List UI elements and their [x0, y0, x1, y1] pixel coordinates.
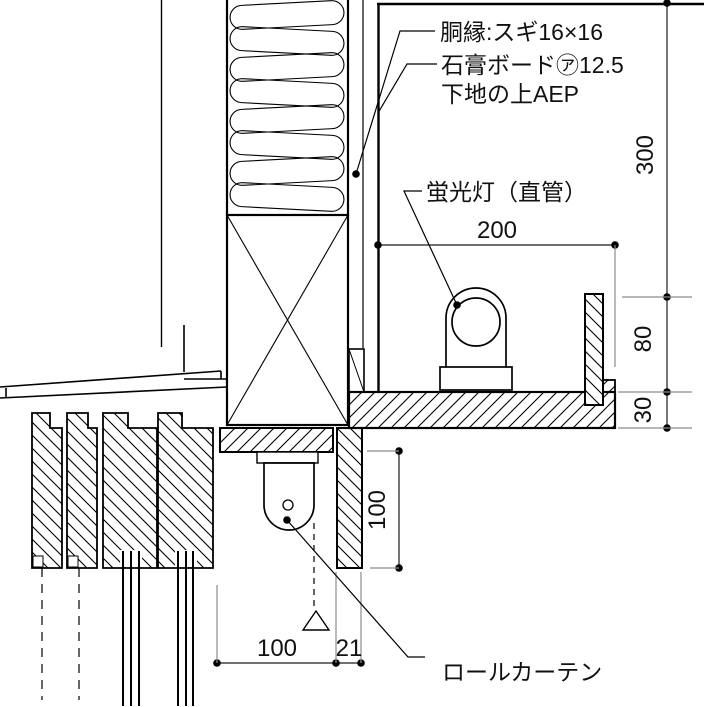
- dim-21: 21: [336, 635, 363, 662]
- label-light: 蛍光灯（直管）: [426, 179, 587, 205]
- post-x-brace: [225, 213, 350, 427]
- cord-weight-triangle: [301, 609, 331, 631]
- window-mullions: [31, 412, 214, 706]
- insulation-batt: [229, 0, 345, 212]
- label-gypsum-1: 石膏ボード㋐12.5: [441, 52, 624, 78]
- dim-80: 80: [630, 326, 657, 353]
- shelf-end-lip: [602, 379, 616, 393]
- fascia-board: [584, 293, 604, 406]
- glass-lines: [122, 551, 194, 706]
- annotations: 胴縁:スギ16×16 石膏ボード㋐12.5 下地の上AEP 蛍光灯（直管） ロー…: [283, 19, 624, 685]
- label-furring: 胴縁:スギ16×16: [440, 19, 603, 45]
- lamp-tube: [451, 297, 501, 347]
- dim-30: 30: [630, 397, 657, 424]
- mullion-1: [31, 412, 63, 569]
- dimensions: 200 300 80 30 100 100 21: [213, 0, 692, 667]
- roller-axis: [282, 499, 294, 511]
- mullion-3: [102, 412, 158, 569]
- roll-curtain-roller: [256, 451, 319, 531]
- dim-200: 200: [477, 217, 517, 244]
- fluorescent-light: [439, 287, 513, 391]
- label-gypsum-2: 下地の上AEP: [441, 81, 579, 107]
- dim-100-box-depth: 100: [364, 490, 391, 530]
- lamp-base: [439, 366, 513, 391]
- box-side-board: [336, 427, 363, 569]
- sash-travel-dashed-lines: [41, 568, 80, 700]
- box-ceiling-board: [219, 427, 334, 453]
- roller-bracket: [256, 451, 319, 464]
- dim-100-box-width: 100: [257, 635, 297, 662]
- lamp-holder: [445, 287, 507, 368]
- roller-body: [263, 462, 315, 531]
- blocking-piece: [348, 348, 365, 393]
- counter-shelf: [347, 379, 617, 430]
- dim-300: 300: [632, 135, 659, 175]
- label-roll-curtain: ロールカーテン: [442, 659, 602, 685]
- wall-section: [160, 0, 704, 427]
- curtain-box: [219, 427, 363, 631]
- mullion-2: [66, 412, 98, 569]
- window-head: [0, 325, 228, 399]
- mullion-4: [157, 412, 214, 569]
